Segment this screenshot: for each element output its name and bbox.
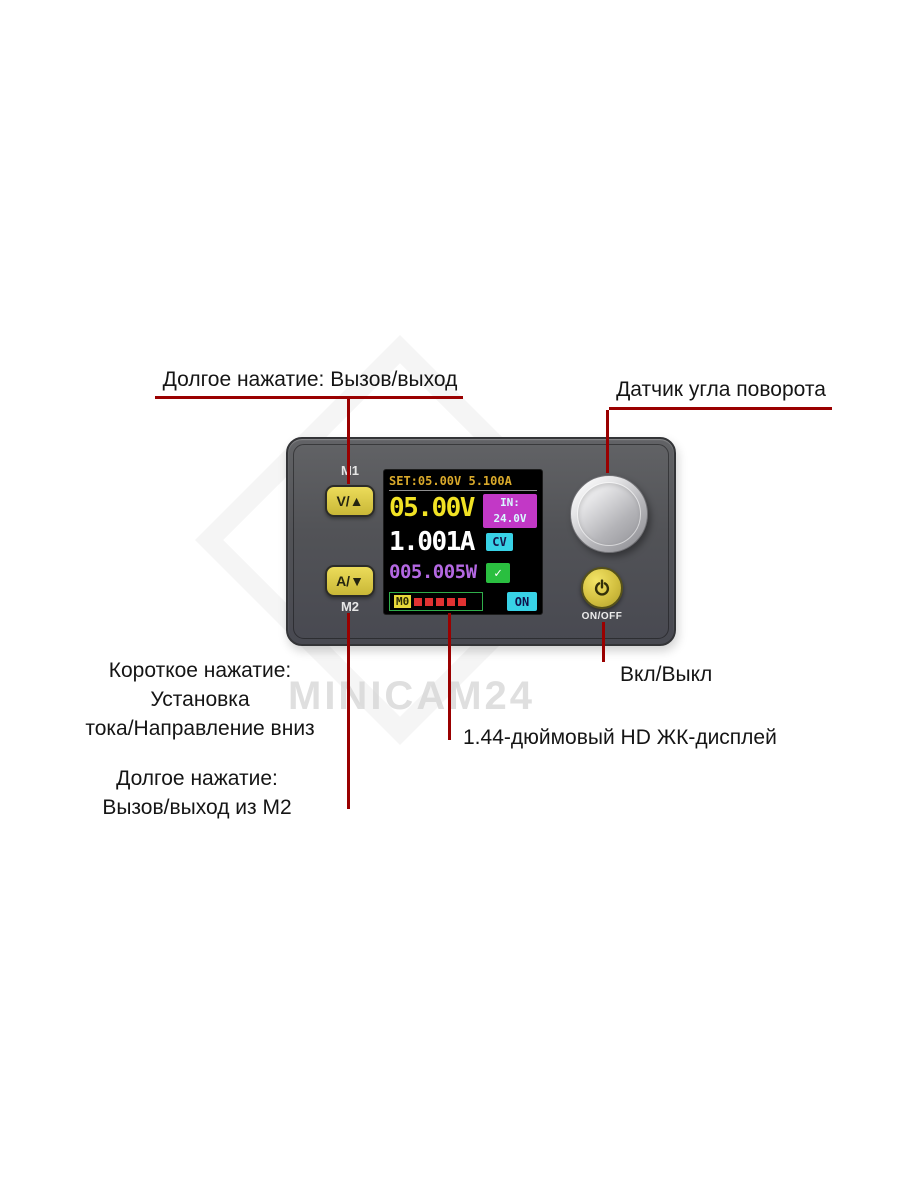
m1-label: M1 [340, 463, 360, 478]
cv-mode-badge: CV [486, 533, 513, 551]
lcd-input-voltage-box: IN: 24.0V [483, 494, 537, 528]
callout-short-press: Короткое нажатие: Установка тока/Направл… [40, 656, 360, 743]
current-down-button: A/▼ [325, 565, 375, 597]
lcd-set-line: SET:05.00V 5.100A [389, 474, 537, 491]
onoff-button-label: ON/OFF [581, 611, 623, 622]
lcd-input-value: 24.0V [493, 512, 527, 525]
gauge-segment [414, 597, 423, 606]
device-face-panel [293, 444, 669, 639]
lcd-status-row: M0 ON [389, 592, 537, 611]
pointer-line-onoff [602, 622, 605, 662]
lcd-voltage-readout: 05.00V [389, 493, 475, 523]
gauge-segment [447, 597, 456, 606]
memory-gauge-box: M0 [389, 592, 483, 611]
callout-lcd-display: 1.44-дюймовый HD ЖК-дисплей [463, 726, 777, 749]
onoff-button [581, 567, 623, 609]
callout-m2-long-press: Долгое нажатие: Вызов/выход из M2 [38, 764, 356, 822]
callout-rotary-encoder: Датчик угла поворота [616, 378, 826, 401]
pointer-line-m2 [347, 613, 350, 809]
power-supply-module: M1 V/▲ A/▼ M2 SET:05.00V 5.100A 05.00V I… [286, 437, 676, 646]
gauge-segment [458, 597, 467, 606]
callout-m2-long-press-line1: Долгое нажатие: [116, 767, 278, 790]
gauge-segment [436, 597, 445, 606]
memory-slot-label: M0 [394, 595, 412, 608]
gauge-segment [425, 597, 434, 606]
lcd-input-label: IN: [500, 496, 520, 509]
callout-m2-long-press-line2: Вызов/выход из M2 [102, 796, 292, 819]
underline-encoder-callout [609, 407, 832, 410]
rotary-encoder-knob [570, 475, 648, 553]
m2-label: M2 [340, 599, 360, 614]
voltage-up-button: V/▲ [325, 485, 375, 517]
pointer-line-display [448, 613, 451, 740]
check-badge: ✓ [486, 563, 510, 583]
watermark-brand: MINICAM24 [288, 674, 536, 718]
power-icon [594, 579, 610, 596]
pointer-line-m1 [347, 399, 350, 484]
underline-m1-callout [155, 396, 463, 399]
lcd-screen: SET:05.00V 5.100A 05.00V IN: 24.0V 1.001… [383, 469, 543, 615]
callout-short-press-line2: Установка [150, 688, 250, 711]
pointer-line-encoder [606, 410, 609, 473]
callout-short-press-line3: тока/Направление вниз [85, 717, 315, 740]
callout-m1-long-press: Долгое нажатие: Вызов/выход [162, 368, 458, 391]
output-on-badge: ON [507, 592, 537, 611]
lcd-power-readout: 005.005W [389, 561, 477, 583]
callout-power-toggle: Вкл/Выкл [620, 663, 713, 686]
lcd-body: 05.00V IN: 24.0V 1.001A CV 005.005W ✓ M0 [389, 491, 537, 612]
lcd-current-readout: 1.001A [389, 527, 475, 557]
callout-short-press-line1: Короткое нажатие: [108, 659, 292, 682]
